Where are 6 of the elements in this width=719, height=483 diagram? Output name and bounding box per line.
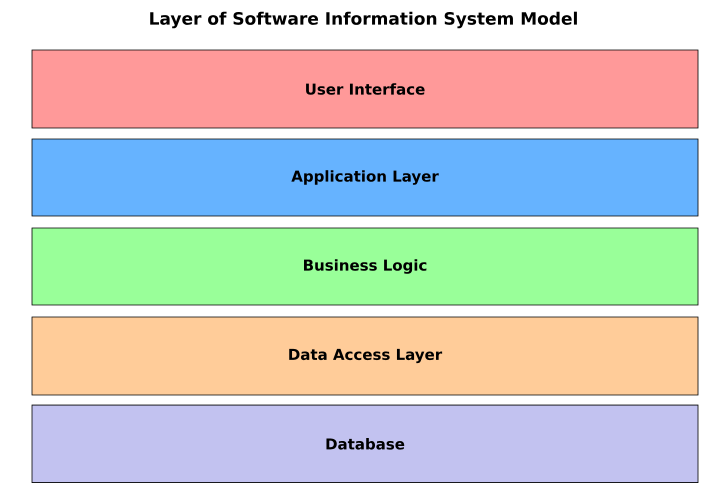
title: Layer of Software Information System Model — [150, 12, 577, 28]
layer-box: User Interface — [32, 50, 698, 128]
layer-box: Data Access Layer — [32, 316, 698, 396]
layer-box: Application Layer — [32, 138, 698, 216]
layer-box: Database — [32, 404, 698, 483]
layer-box: Business Logic — [32, 228, 698, 306]
